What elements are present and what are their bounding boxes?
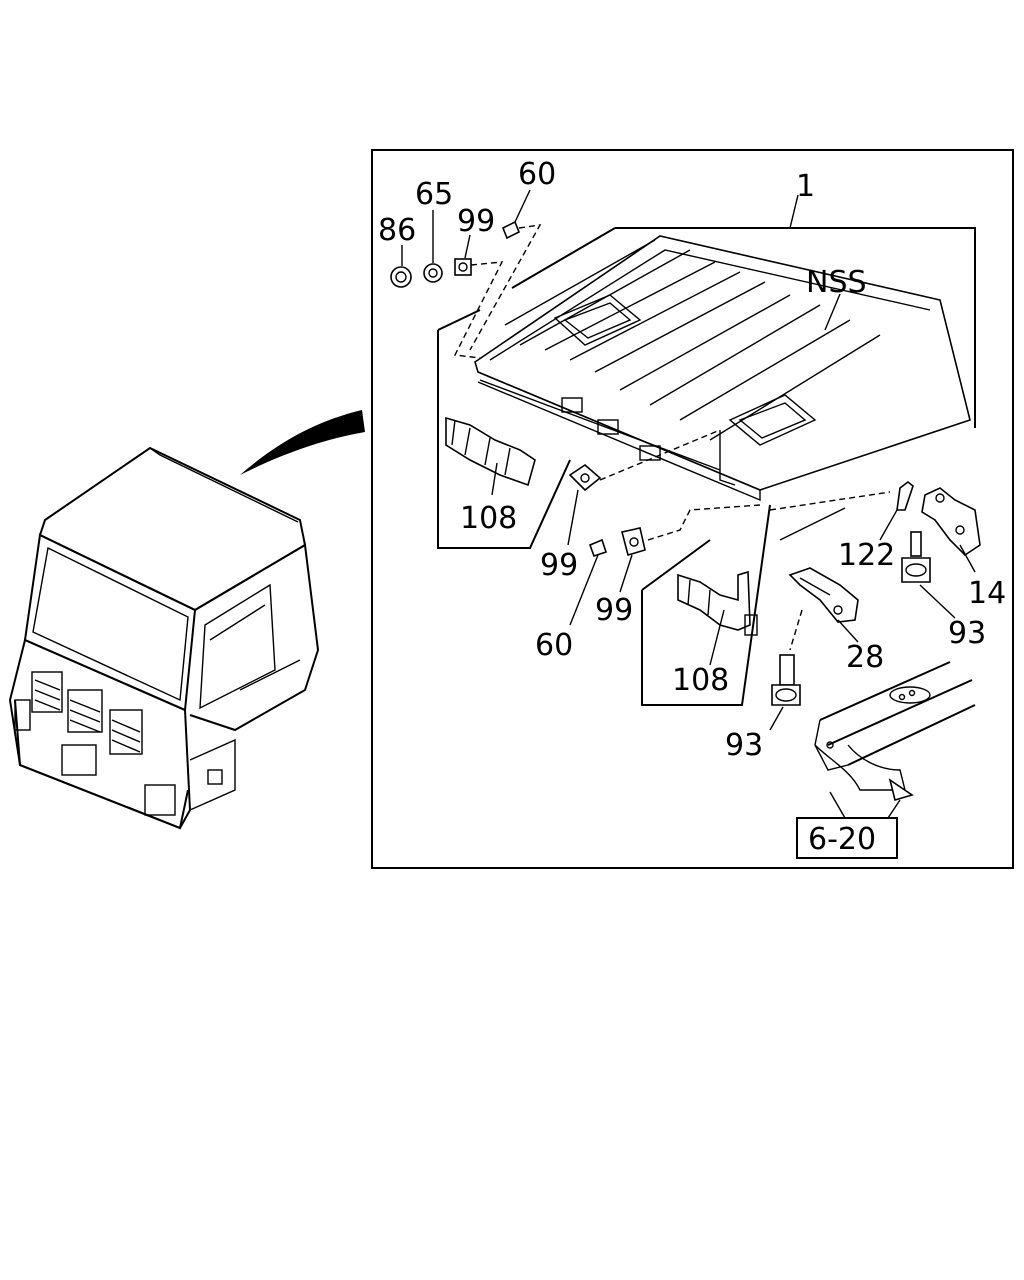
clip-99-top: [454, 258, 472, 276]
frame-rail: [814, 661, 976, 802]
label-nss: NSS: [806, 265, 867, 300]
label-part-108-lower: 108: [672, 663, 729, 698]
roof-panel: [474, 235, 971, 502]
label-part-86: 86: [378, 213, 416, 248]
bracket-108-lower: [677, 570, 758, 636]
bolt-93-lower: [771, 654, 801, 706]
label-part-93-right: 93: [948, 616, 986, 651]
nut-86: [390, 266, 412, 288]
hinge-14: [921, 487, 981, 557]
bolt-93-right: [901, 531, 931, 583]
clip-99-lower: [621, 527, 646, 557]
label-part-122: 122: [838, 538, 895, 573]
washer-65: [423, 263, 443, 283]
label-part-99-middle: 99: [540, 548, 578, 583]
label-part-60-lower: 60: [535, 628, 573, 663]
label-part-108-left: 108: [460, 501, 517, 536]
label-part-93-lower: 93: [725, 728, 763, 763]
reference-box: [796, 817, 898, 859]
label-part-1: 1: [796, 169, 815, 204]
bracket-108-left: [445, 416, 536, 487]
label-part-28: 28: [846, 640, 884, 675]
label-part-99-lower: 99: [595, 593, 633, 628]
label-part-65: 65: [415, 177, 453, 212]
label-reference-6-20: 6-20: [808, 822, 876, 857]
detail-frame: [371, 149, 1014, 869]
label-part-60-top: 60: [518, 157, 556, 192]
rivet-60-lower: [588, 538, 608, 558]
label-part-99-top: 99: [457, 204, 495, 239]
label-part-14: 14: [968, 576, 1006, 611]
bracket-28: [788, 567, 859, 623]
rivet-60-top: [501, 220, 521, 240]
truck-cab-illustration: [8, 410, 365, 830]
pin-122: [896, 480, 914, 511]
clip-99-middle: [568, 463, 602, 492]
